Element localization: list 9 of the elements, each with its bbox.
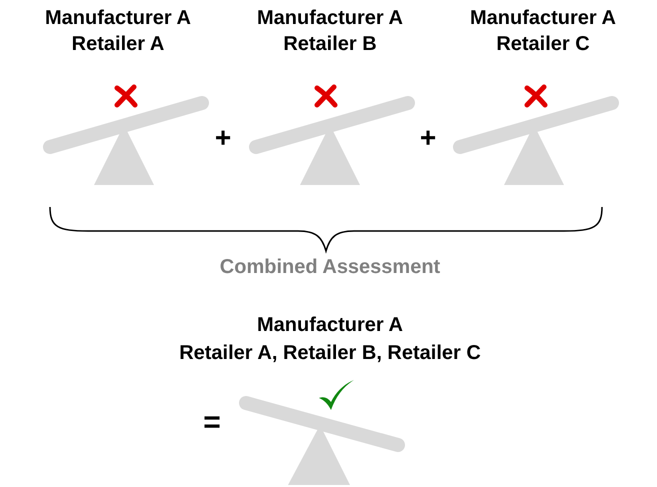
- pairing-label: Manufacturer A: [256, 313, 404, 338]
- plus-sign: +: [418, 125, 438, 151]
- pairing-label: Manufacturer A Retailer A: [44, 6, 192, 57]
- pairing-label: Manufacturer A Retailer B: [256, 6, 404, 57]
- equals-sign: =: [202, 410, 222, 436]
- plus-sign: +: [214, 125, 232, 151]
- pairing-label: Retailer A, Retailer B, Retailer C: [178, 341, 482, 366]
- assessment-label: Combined Assessment: [218, 255, 442, 280]
- pairing-label: Manufacturer A Retailer C: [469, 6, 617, 57]
